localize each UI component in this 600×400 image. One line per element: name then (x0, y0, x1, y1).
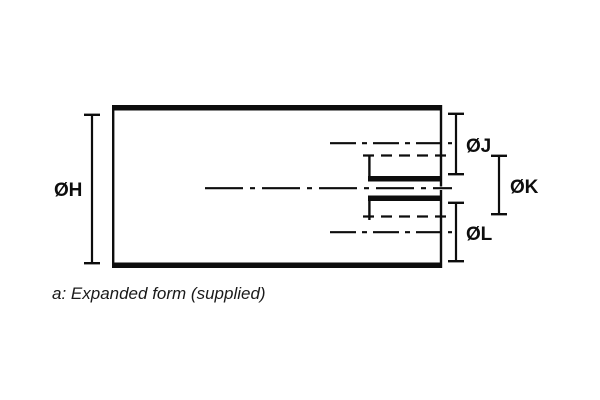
body-top-wall (112, 105, 442, 111)
dimension-H: ØH (54, 113, 100, 265)
dimension-K: ØK (491, 154, 539, 216)
dimension-H-label: ØH (54, 180, 82, 201)
dimension-L: ØL (448, 201, 493, 263)
body-bottom-wall (112, 262, 442, 268)
dimension-L-label: ØL (466, 224, 493, 245)
bore-land-bar-lower (368, 195, 442, 201)
center-lines (205, 142, 452, 234)
hidden-lines (363, 154, 449, 218)
dimension-J: ØJ (448, 112, 491, 176)
dimension-K-label: ØK (510, 177, 539, 198)
dimension-J-label: ØJ (466, 136, 491, 157)
figure-caption: a: Expanded form (supplied) (52, 284, 266, 303)
bore-land-bar-upper (368, 176, 442, 182)
body-outline (111, 105, 443, 268)
